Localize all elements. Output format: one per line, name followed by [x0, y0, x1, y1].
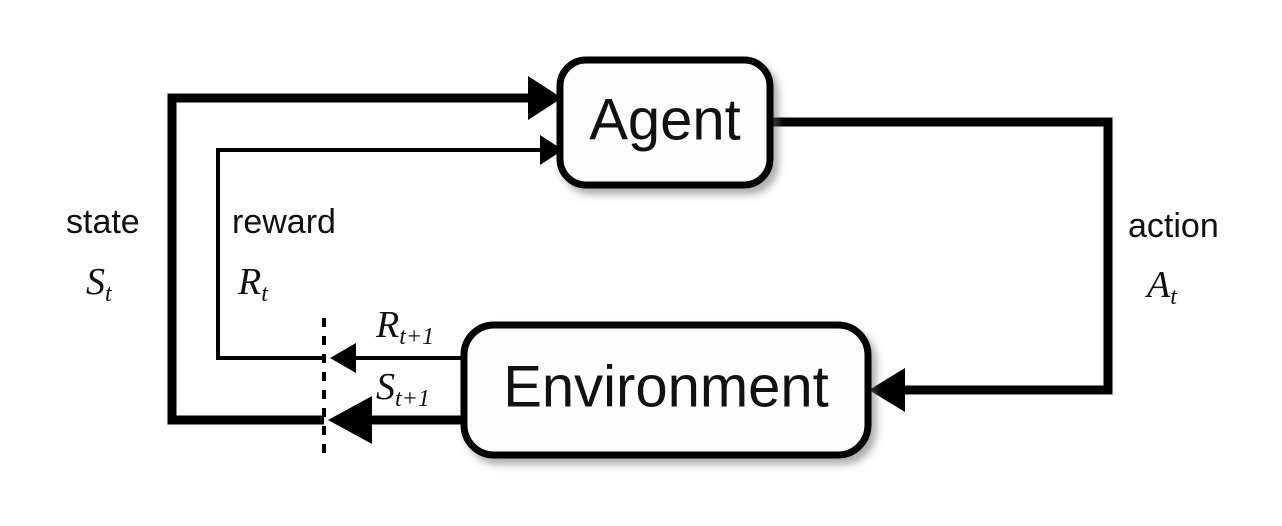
- edge-state-path: [167, 93, 528, 425]
- edge-reward-path: [216, 148, 540, 360]
- environment-box[interactable]: [460, 321, 872, 459]
- edge-action-path: [770, 117, 1113, 395]
- state-next-symbol-glyph: S: [376, 366, 395, 408]
- agent-box[interactable]: [556, 56, 774, 189]
- reward-symbol-glyph: R: [237, 261, 261, 303]
- edge-reward-next: [330, 343, 464, 373]
- reward-symbol-subscript: t: [261, 281, 269, 307]
- state-symbol-subscript: t: [105, 281, 113, 307]
- reward-next-symbol-label: Rt+1: [375, 304, 434, 350]
- edge-action-arrowhead: [869, 368, 905, 412]
- reward-next-symbol-glyph: R: [375, 304, 399, 346]
- state-next-symbol-subscript: t+1: [395, 386, 430, 412]
- state-symbol-label: St: [86, 261, 113, 307]
- node-agent[interactable]: Agent: [556, 56, 774, 189]
- state-next-symbol-label: St+1: [376, 366, 430, 412]
- edge-reward-arrowhead: [540, 135, 563, 165]
- action-word-label: action: [1128, 207, 1219, 245]
- agent-label: Agent: [589, 87, 741, 152]
- state-symbol-glyph: S: [86, 261, 105, 303]
- action-symbol-subscript: t: [1170, 284, 1178, 310]
- node-environment[interactable]: Environment: [460, 321, 872, 459]
- state-word-label: state: [66, 203, 140, 241]
- edge-reward-to-agent: [216, 135, 563, 360]
- edge-state-arrowhead: [528, 76, 562, 120]
- action-symbol-label: At: [1144, 264, 1178, 310]
- reward-symbol-label: Rt: [237, 261, 269, 307]
- reward-word-label: reward: [232, 203, 336, 241]
- edge-state-to-agent: [167, 76, 562, 425]
- environment-label: Environment: [503, 354, 829, 419]
- edge-state-next-arrowhead: [328, 396, 372, 444]
- reward-next-symbol-subscript: t+1: [399, 324, 434, 350]
- edge-action-to-environment: [770, 117, 1113, 412]
- edge-reward-next-arrowhead: [330, 343, 356, 373]
- edge-state-next: [328, 396, 464, 444]
- action-symbol-glyph: A: [1144, 264, 1171, 306]
